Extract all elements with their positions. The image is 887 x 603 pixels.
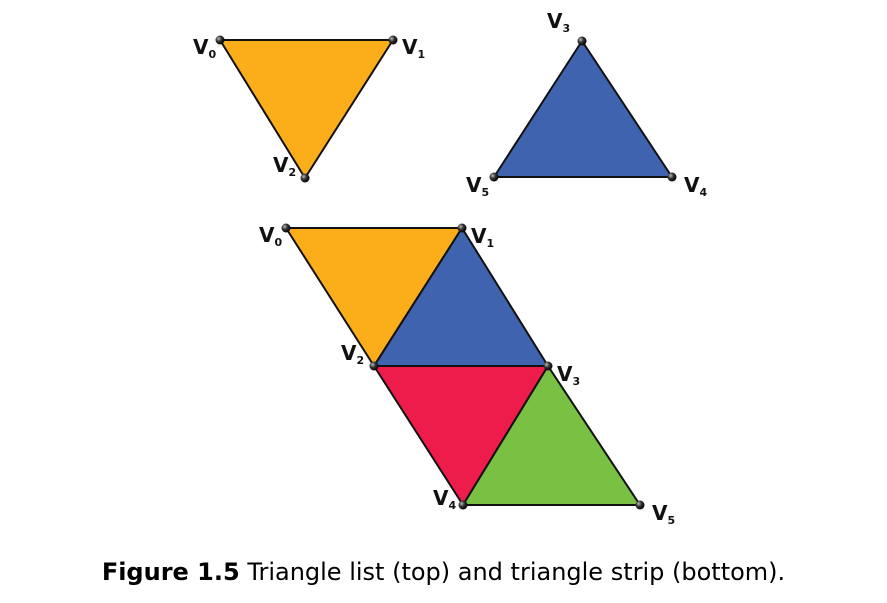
list-triangle-2: V3 V4 V5 bbox=[466, 9, 707, 199]
vertex-label-v5: V5 bbox=[466, 173, 489, 199]
vertex-dot bbox=[489, 172, 499, 182]
vertex-dot bbox=[635, 500, 645, 510]
vertex-dot bbox=[300, 173, 310, 183]
vertex-label-v0: V0 bbox=[193, 35, 216, 61]
vertex-dot bbox=[543, 361, 553, 371]
vertex-dot bbox=[457, 223, 467, 233]
triangle-diagram: V0 V1 V2 V3 V4 V5 V0 V1 V2 V3 V4 V5 bbox=[193, 9, 707, 527]
vertex-label-v2: V2 bbox=[273, 153, 296, 179]
strip-label-v4: V4 bbox=[433, 486, 456, 512]
list-triangle-2-fill bbox=[493, 40, 673, 178]
strip-label-v3: V3 bbox=[557, 362, 580, 388]
vertex-dot bbox=[369, 361, 379, 371]
vertex-dot bbox=[281, 223, 291, 233]
strip-label-v1: V1 bbox=[471, 224, 494, 250]
figure-caption: Figure 1.5 Triangle list (top) and trian… bbox=[0, 558, 887, 586]
caption-text: Triangle list (top) and triangle strip (… bbox=[239, 558, 786, 586]
vertex-label-v3: V3 bbox=[547, 9, 570, 35]
vertex-dot bbox=[667, 172, 677, 182]
strip-label-v2: V2 bbox=[341, 341, 364, 367]
vertex-label-v1: V1 bbox=[402, 35, 425, 61]
strip-label-v0: V0 bbox=[259, 223, 282, 249]
vertex-dot bbox=[388, 35, 398, 45]
vertex-dot bbox=[215, 35, 225, 45]
vertex-dot bbox=[458, 500, 468, 510]
figure-number: Figure 1.5 bbox=[101, 558, 240, 586]
list-triangle-1-fill bbox=[219, 39, 394, 179]
vertex-dot bbox=[577, 36, 587, 46]
triangle-strip: V0 V1 V2 V3 V4 V5 bbox=[259, 223, 675, 527]
strip-label-v5: V5 bbox=[652, 501, 675, 527]
list-triangle-1: V0 V1 V2 bbox=[193, 35, 425, 183]
vertex-label-v4: V4 bbox=[684, 173, 707, 199]
strip-triangle-4 bbox=[462, 365, 641, 506]
